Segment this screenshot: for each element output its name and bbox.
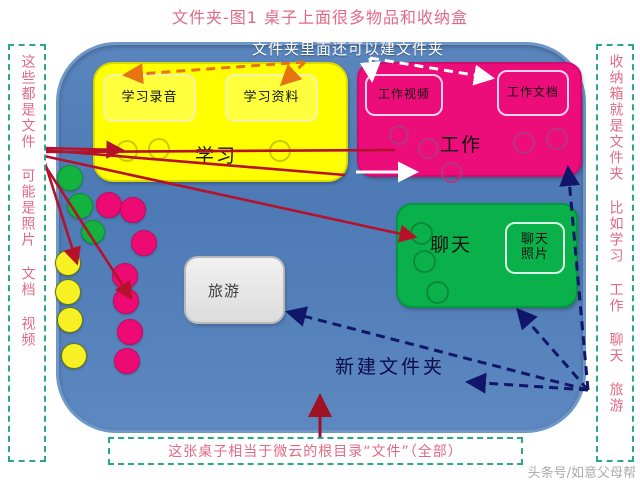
folder-travel-label: 旅游 — [208, 282, 241, 300]
caption-right-text: 收纳箱就是文件夹 比如学习 工作 聊天 旅游 — [607, 54, 624, 414]
placeholder-ring — [418, 138, 439, 159]
subfolder-work-video[interactable]: 工作视频 — [365, 74, 443, 116]
file-dot-yellow[interactable] — [61, 343, 87, 369]
subfolder-work-document[interactable]: 工作文档 — [497, 70, 569, 116]
folder-travel[interactable] — [184, 256, 285, 324]
file-dot-green[interactable] — [67, 193, 93, 219]
subfolder-study-materials[interactable]: 学习资料 — [225, 74, 318, 122]
placeholder-ring — [426, 281, 449, 304]
placeholder-ring — [269, 140, 291, 162]
file-dot-pink[interactable] — [112, 263, 138, 289]
placeholder-ring — [413, 250, 436, 273]
subfolder-chat-photos-label: 聊天 照片 — [520, 232, 549, 262]
placeholder-ring — [546, 128, 568, 150]
file-dot-pink[interactable] — [114, 348, 140, 374]
file-dot-pink[interactable] — [117, 319, 143, 345]
caption-right: 收纳箱就是文件夹 比如学习 工作 聊天 旅游 — [596, 44, 634, 462]
placeholder-ring — [410, 222, 433, 245]
file-dot-yellow[interactable] — [55, 250, 81, 276]
placeholder-ring — [513, 132, 535, 154]
caption-bottom-text: 这张桌子相当于微云的根目录“文件”（全部） — [168, 444, 463, 460]
caption-bottom: 这张桌子相当于微云的根目录“文件”（全部） — [108, 437, 523, 465]
subfolder-study-recording[interactable]: 学习录音 — [103, 74, 196, 122]
new-folder-label: 新建文件夹 — [335, 356, 446, 378]
watermark: 头条号/如意父母帮 — [527, 466, 636, 481]
nested-folder-hint: 文件夹里面还可以建文件夹 — [252, 40, 445, 58]
placeholder-ring — [441, 162, 462, 183]
folder-study-label: 学习 — [195, 145, 238, 167]
folder-chat-label: 聊天 — [430, 234, 473, 256]
file-dot-pink[interactable] — [131, 230, 157, 256]
subfolder-chat-photos[interactable]: 聊天 照片 — [505, 222, 565, 274]
file-dot-pink[interactable] — [96, 192, 122, 218]
folder-work-label: 工作 — [440, 134, 483, 156]
placeholder-ring — [116, 140, 138, 162]
caption-left: 这些都是文件 可能是照片 文档 视频 — [8, 44, 46, 462]
file-dot-pink[interactable] — [113, 288, 139, 314]
file-dot-yellow[interactable] — [55, 279, 81, 305]
caption-left-text: 这些都是文件 可能是照片 文档 视频 — [19, 54, 36, 348]
page-title: 文件夹-图1 桌子上面很多物品和收纳盒 — [171, 8, 469, 27]
file-dot-green[interactable] — [57, 165, 83, 191]
file-dot-pink[interactable] — [120, 197, 146, 223]
placeholder-ring — [148, 138, 170, 160]
file-dot-yellow[interactable] — [57, 307, 83, 333]
file-dot-green[interactable] — [81, 220, 105, 244]
placeholder-ring — [389, 125, 409, 145]
